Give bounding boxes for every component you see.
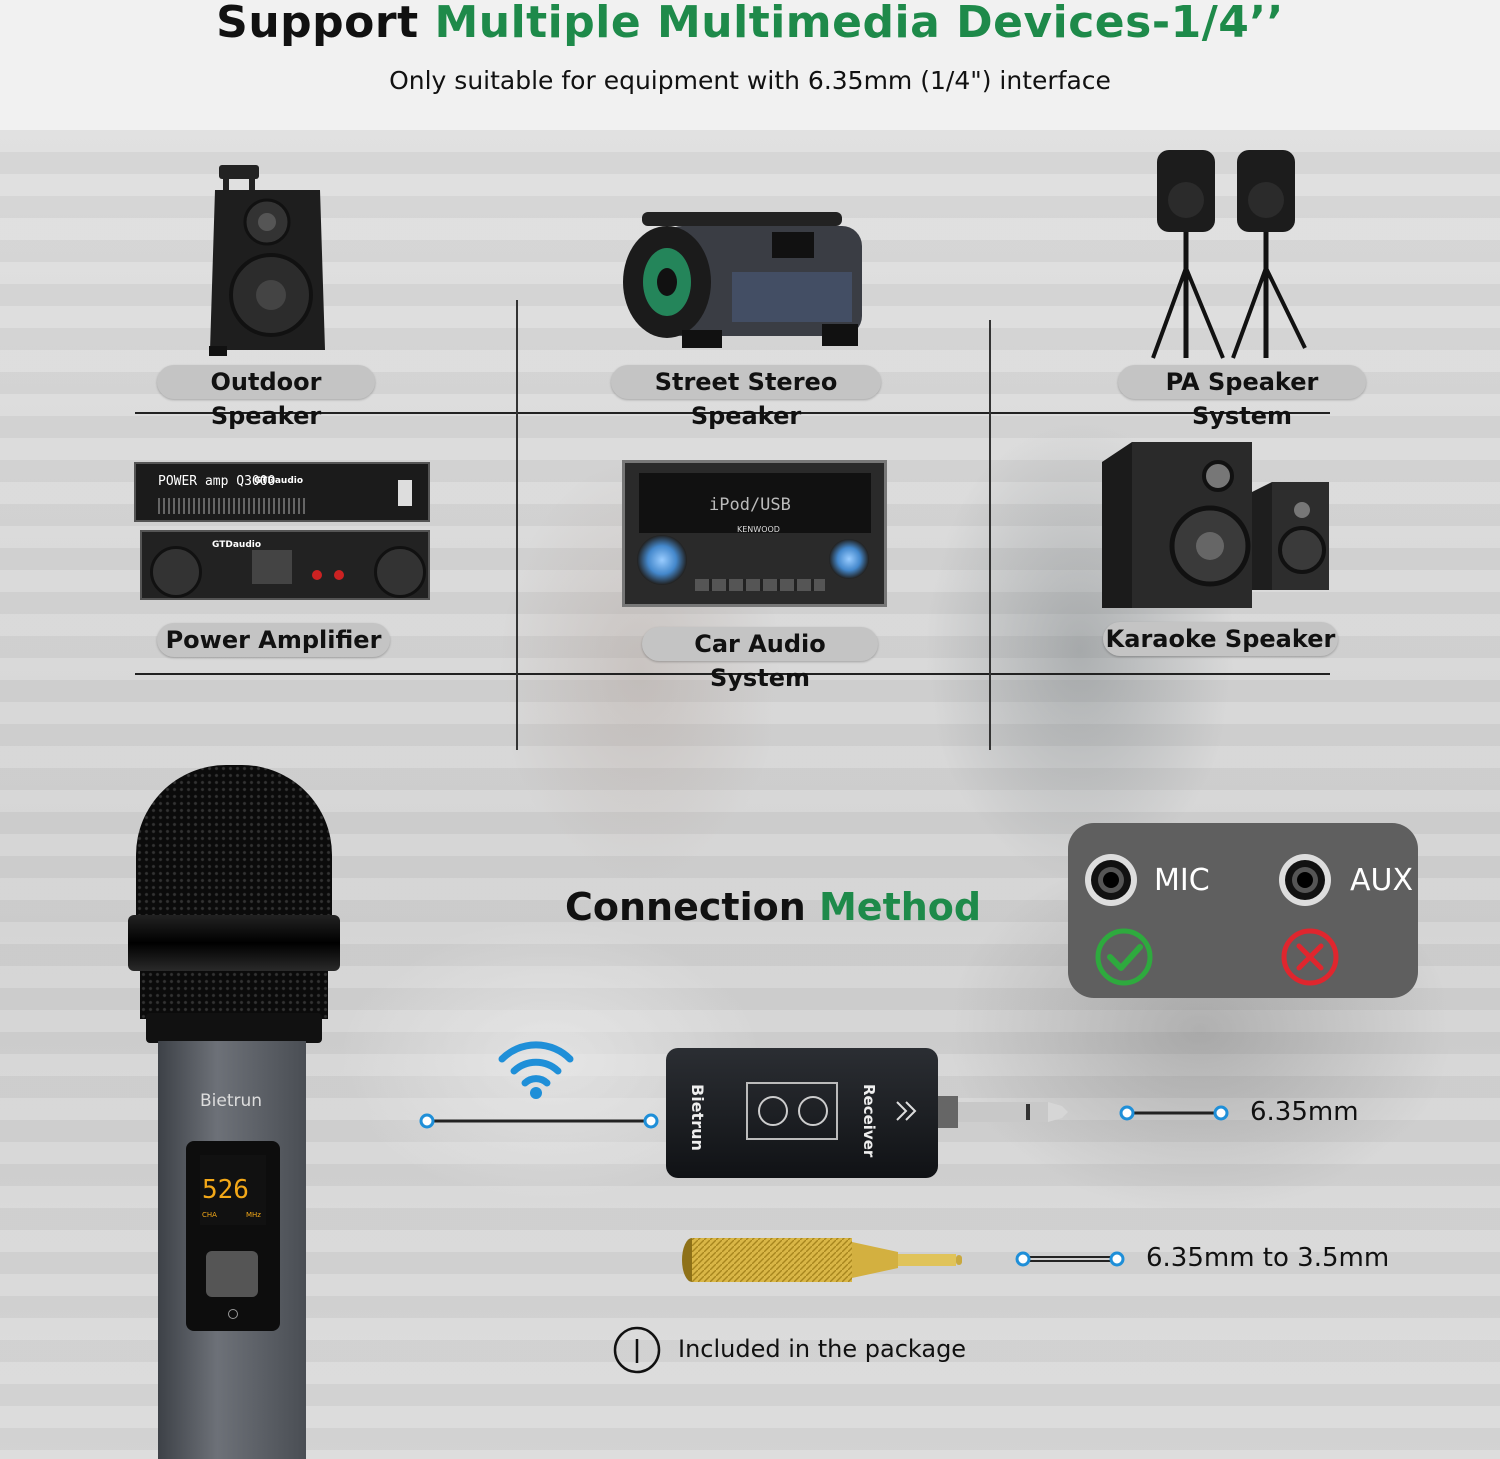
mic-brand-text: Bietrun (200, 1091, 263, 1111)
adapter-plug (682, 1238, 962, 1282)
wifi-icon (498, 1041, 574, 1099)
mic-led (228, 1309, 238, 1319)
amp-brand-top: POWER amp Q3000 (158, 474, 276, 489)
receiver-label-text: Receiver (860, 1084, 878, 1158)
jack-spec-connector (1119, 1105, 1229, 1121)
jack-spec-label: 6.35mm (1250, 1097, 1359, 1127)
mic-display-right: MHz (246, 1211, 261, 1219)
cross-icon (1281, 928, 1339, 986)
title-part-black: Support (216, 0, 419, 48)
wireless-receiver: Bietrun Receiver (666, 1048, 938, 1178)
mic-ring (128, 915, 340, 971)
pa-speaker-system-image (1151, 150, 1307, 359)
mic-power-button[interactable] (206, 1251, 258, 1297)
grid-divider-left (516, 300, 518, 750)
device-label-karaoke-speaker: Karaoke Speaker (1103, 622, 1338, 656)
outdoor-speaker-image (209, 165, 325, 356)
receiver-brand-text: Bietrun (688, 1084, 707, 1151)
car-brand-text: KENWOOD (737, 525, 780, 534)
title-part-green: Multiple Multimedia Devices-1/4’’ (434, 0, 1284, 48)
grid-divider-right (989, 320, 991, 750)
amp-brand-logo: GTDaudio (254, 476, 304, 486)
page-title: Support Multiple Multimedia Devices-1/4’… (0, 0, 1500, 46)
page-subtitle: Only suitable for equipment with 6.35mm … (389, 66, 1111, 95)
check-icon (1095, 928, 1153, 986)
mic-jack-icon (1085, 854, 1137, 906)
package-note: Included in the package (678, 1335, 967, 1363)
mic-lcd: 526 CHA MHz (200, 1155, 266, 1225)
jack-plug (938, 1096, 1068, 1128)
adapter-spec-label: 6.35mm to 3.5mm (1146, 1243, 1390, 1273)
power-amplifier-image: POWER amp Q3000 GTDaudio GTDaudio (134, 462, 430, 602)
device-label-pa-speaker-system: PA Speaker System (1118, 365, 1366, 430)
karaoke-speaker-image (1102, 442, 1329, 608)
chevron-right-icon (896, 1101, 917, 1121)
mic-display-left: CHA (202, 1211, 217, 1219)
device-label-street-stereo-speaker: Street Stereo Speaker (611, 365, 881, 430)
grid-line-bottom (135, 673, 1330, 675)
device-label-car-audio-system: Car Audio System (642, 627, 878, 692)
wireless-microphone: Bietrun 526 CHA MHz (128, 765, 340, 1459)
device-label-power-amplifier: Power Amplifier (157, 623, 390, 657)
mic-display: 526 CHA MHz (186, 1141, 280, 1331)
street-stereo-speaker-image (623, 212, 862, 348)
adapter-spec-connector (1015, 1251, 1125, 1267)
mic-display-value: 526 (202, 1175, 249, 1205)
receiver-window (746, 1082, 838, 1140)
mic-aux-panel: MIC AUX (1068, 823, 1418, 998)
aux-jack-icon (1279, 854, 1331, 906)
mic-body: Bietrun 526 CHA MHz (158, 1041, 306, 1459)
device-label-outdoor-speaker: Outdoor Speaker (157, 365, 375, 430)
car-audio-system-image: iPod/USB KENWOOD (622, 460, 887, 607)
wireless-link-connector (419, 1113, 659, 1129)
amp-brand-logo-rear: GTDaudio (212, 540, 262, 550)
connection-title-black: Connection (565, 885, 806, 929)
connection-method-title: Connection Method (565, 885, 981, 929)
mic-grille-lower (140, 971, 328, 1019)
aux-label: AUX (1350, 863, 1414, 898)
car-display-text: iPod/USB (709, 495, 791, 515)
mic-collar (146, 1013, 322, 1043)
grid-line-top (135, 412, 1330, 414)
info-icon (613, 1326, 661, 1374)
connection-title-green: Method (818, 885, 982, 929)
mic-label: MIC (1154, 863, 1210, 898)
